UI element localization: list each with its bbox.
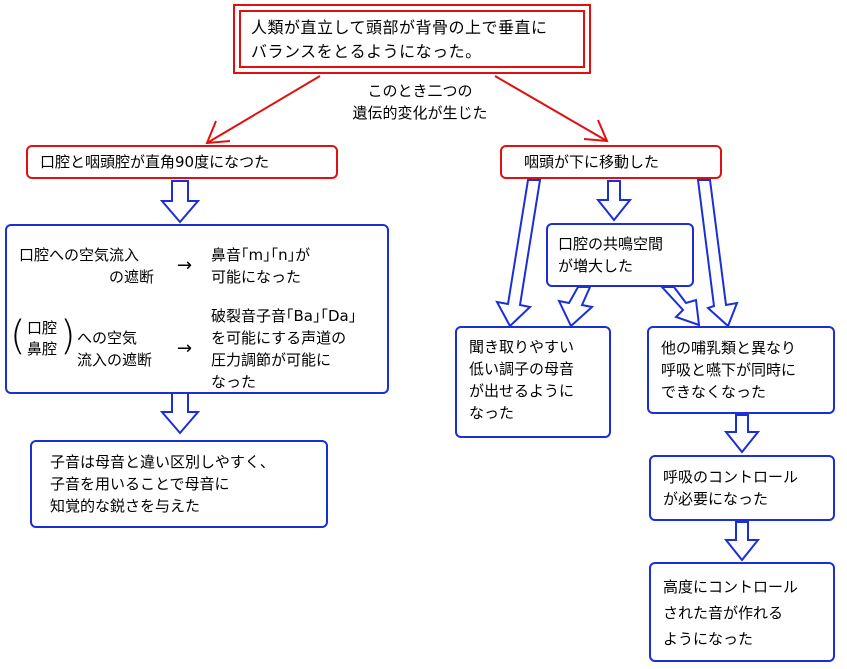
row2-paren-top: 口腔 (27, 319, 58, 337)
left-result-line-1: 子音は母音と違い区別しやすく、 (50, 453, 275, 471)
final-line-2: された音が作れる (663, 604, 784, 622)
final-box: 高度にコントロール された音が作れる ようになった (649, 562, 835, 662)
left-result-line-2: 子音を用いることで母音に (50, 475, 230, 493)
hollow-arrow-5 (723, 521, 761, 562)
final-line-1: 高度にコントロール (663, 578, 799, 596)
hollow-arrow-1 (159, 180, 201, 224)
right-paren-icon: ) (60, 313, 76, 359)
red-arrow-right (494, 75, 609, 143)
mammal-box: 他の哺乳類と異なり 呼吸と嚥下が同時に できなくなった (647, 326, 835, 414)
mammal-line-2: 呼吸と嚥下が同時に (661, 361, 797, 379)
title-line-1: 人類が直立して頭部が背骨の上で垂直に (251, 18, 548, 37)
hollow-arrow-8 (557, 286, 595, 328)
row2-effect-line-4: なった (211, 373, 257, 391)
row2-arrow-icon: → (177, 338, 193, 359)
row2-paren-bottom: 鼻腔 (27, 340, 58, 358)
hollow-arrow-2 (159, 392, 201, 435)
hollow-arrow-7 (696, 179, 739, 328)
left-paren-icon: ( (10, 313, 26, 359)
caption: このとき二つの 遺伝的変化が生じた (335, 80, 505, 124)
title-line-2: バランスをとるようになった。 (251, 42, 482, 61)
hollow-arrow-3 (595, 180, 633, 222)
left-header-text: 口腔と咽頭腔が直角90度になつた (40, 153, 270, 171)
mammal-line-1: 他の哺乳類と異なり (661, 339, 797, 357)
left-detail-box: 口腔への空気流入 の遮断 → 鼻音｢m｣｢n｣が 可能になった ( 口腔 鼻腔 … (5, 224, 389, 394)
caption-line-1: このとき二つの (367, 82, 473, 100)
row2-effect-line-1: 破裂音子音｢Ba｣｢Da｣ (211, 307, 357, 325)
oral-resonance-box: 口腔の共鳴空間 が増大した (546, 223, 694, 287)
row2-cause-line-2: 流入の遮断 (77, 351, 153, 369)
vowel-result-line-2: 低い調子の母音 (469, 360, 575, 378)
breath-control-box: 呼吸のコントロール が必要になった (649, 455, 835, 521)
red-arrow-left (205, 75, 321, 145)
hollow-arrow-9 (659, 286, 701, 327)
caption-line-2: 遺伝的変化が生じた (352, 104, 488, 122)
oral-resonance-line-2: が増大した (558, 257, 634, 275)
right-header-box: 咽頭が下に移動した (500, 145, 722, 179)
row2-cause-line-1: への空気 (77, 329, 138, 347)
vowel-result-line-3: が出せるように (469, 382, 575, 400)
hollow-arrow-4 (723, 414, 761, 454)
row1-cause-line-2: の遮断 (109, 268, 155, 286)
hollow-arrow-6 (495, 179, 542, 328)
row1-effect-line-1: 鼻音｢m｣｢n｣が (211, 246, 311, 264)
row1-arrow-icon: → (177, 255, 193, 276)
breath-line-2: が必要になった (663, 490, 769, 508)
right-header-text: 咽頭が下に移動した (524, 153, 660, 171)
oral-resonance-line-1: 口腔の共鳴空間 (558, 235, 664, 253)
vowel-result-line-1: 聞き取りやすい (469, 338, 575, 356)
row1-cause-line-1: 口腔への空気流入 (19, 246, 140, 264)
final-line-3: ようになった (663, 630, 754, 648)
left-result-box: 子音は母音と違い区別しやすく、 子音を用いることで母音に 知覚的な鋭さを与えた (30, 440, 328, 528)
vowel-result-line-4: なった (469, 404, 515, 422)
title-inner-border: 人類が直立して頭部が背骨の上で垂直に バランスをとるようになった。 (239, 10, 585, 68)
title-box: 人類が直立して頭部が背骨の上で垂直に バランスをとるようになった。 (233, 4, 591, 74)
row1-effect-line-2: 可能になった (211, 268, 302, 286)
left-result-line-3: 知覚的な鋭さを与えた (50, 497, 201, 515)
vowel-result-box: 聞き取りやすい 低い調子の母音 が出せるように なった (455, 326, 611, 438)
left-header-box: 口腔と咽頭腔が直角90度になつた (26, 145, 338, 179)
row2-effect-line-3: 圧力調節が可能に (211, 351, 332, 369)
breath-line-1: 呼吸のコントロール (663, 468, 799, 486)
row2-effect-line-2: を可能にする声道の (211, 329, 347, 347)
mammal-line-3: できなくなった (661, 383, 767, 401)
